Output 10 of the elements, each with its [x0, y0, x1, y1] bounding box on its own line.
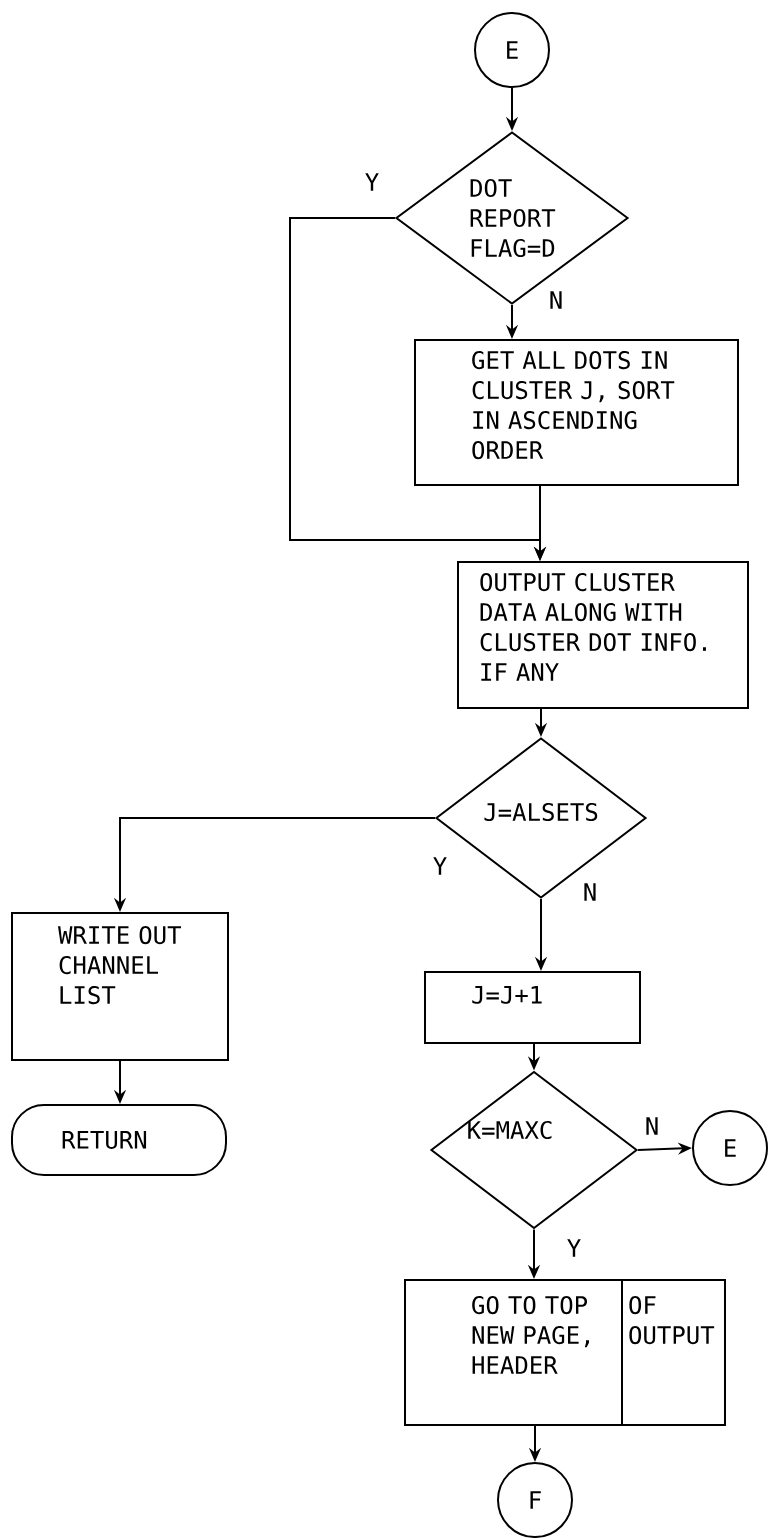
terminal-box: RETURN	[11, 1104, 227, 1176]
process-box: OUTPUT CLUSTER DATA ALONG WITH CLUSTER DOT INFO. IF ANY	[457, 561, 749, 709]
edge-label: Y	[362, 171, 382, 193]
process-box: GO TO TOP NEW PAGE, HEADER OF OUTPUT	[404, 1279, 726, 1426]
process-box: WRITE OUT CHANNEL LIST	[11, 912, 229, 1061]
edge-label: N	[642, 1115, 662, 1137]
process-box: J=J+1	[424, 971, 641, 1044]
edge-label: N	[546, 289, 566, 311]
edge-label: Y	[564, 1237, 584, 1259]
process-box: GET ALL DOTS IN CLUSTER J, SORT IN ASCENDING ORDER	[414, 339, 739, 486]
